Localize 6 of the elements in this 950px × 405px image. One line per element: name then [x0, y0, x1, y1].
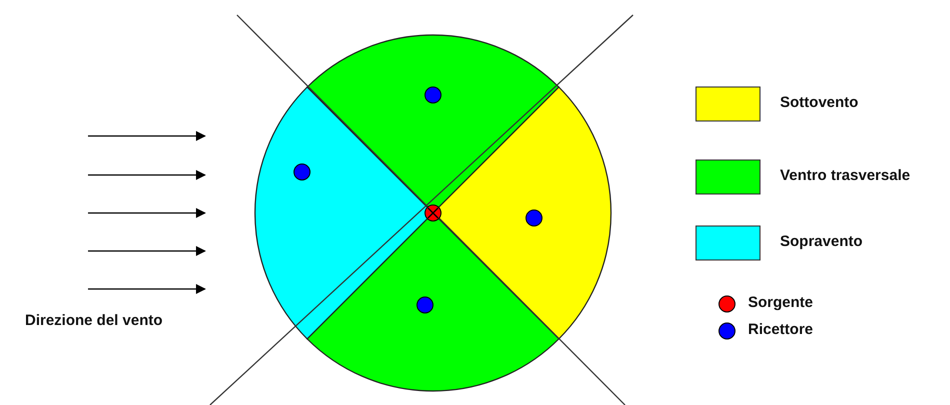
- legend-label: Sottovento: [780, 94, 858, 111]
- caption-text: Direzione del vento: [25, 312, 163, 329]
- legend-label: Ricettore: [748, 321, 814, 338]
- legend-label: Ventro trasversale: [780, 167, 910, 184]
- legend-label: Sorgente: [748, 294, 814, 311]
- legend-label: Sopravento: [780, 233, 863, 250]
